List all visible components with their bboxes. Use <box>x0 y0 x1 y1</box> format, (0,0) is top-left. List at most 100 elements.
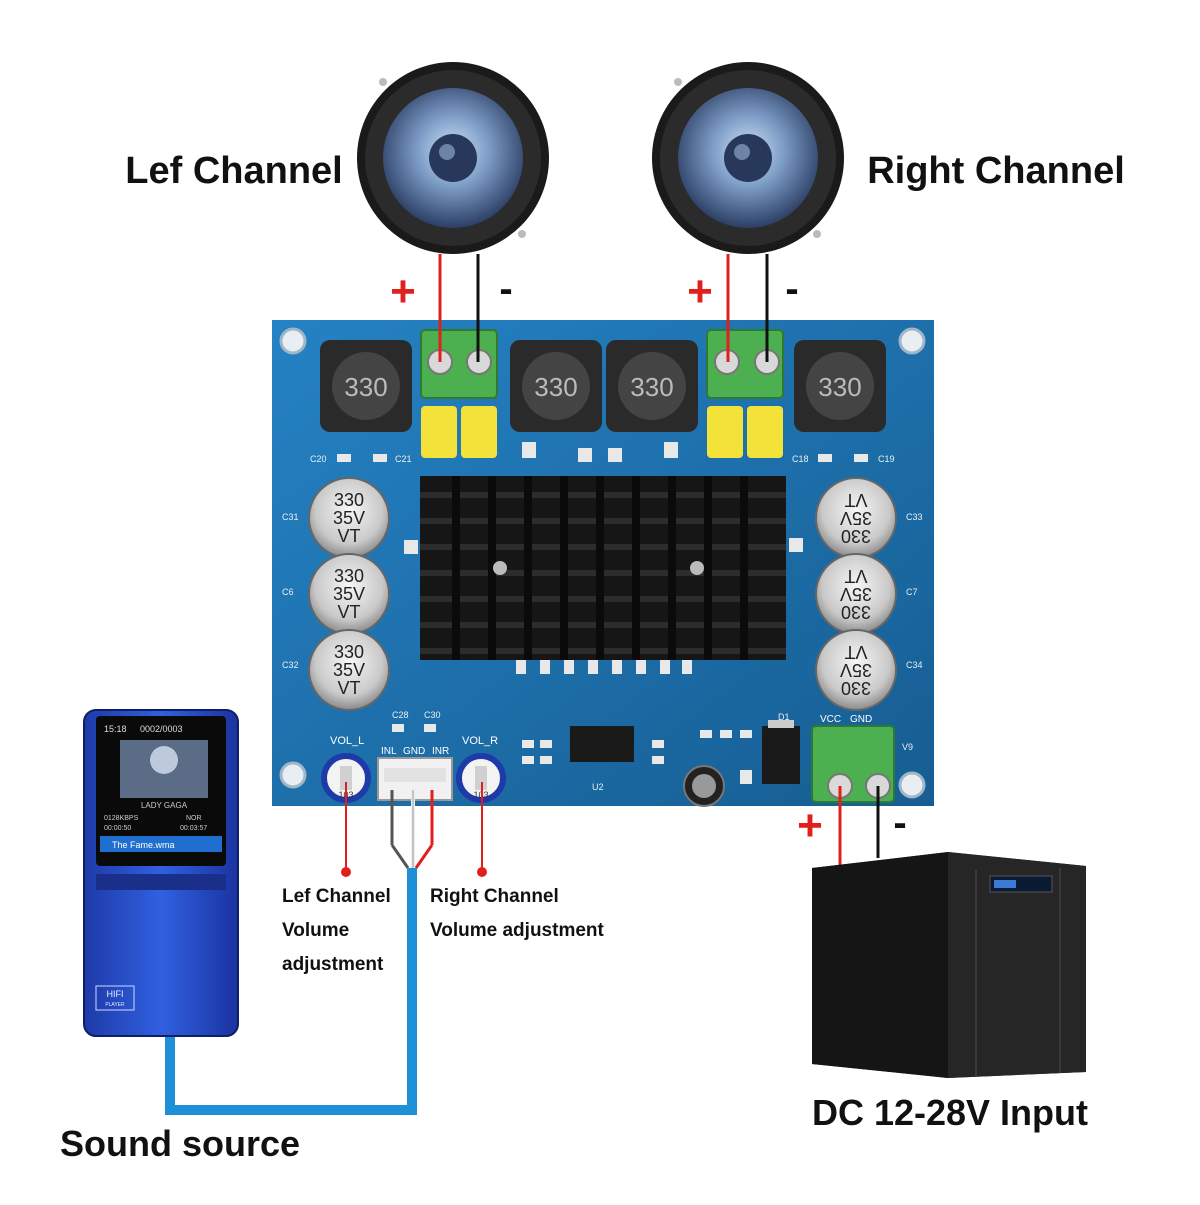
ref-c32: C32 <box>282 660 299 670</box>
ref-u2: U2 <box>592 782 604 792</box>
left-speaker-terminal <box>420 329 498 399</box>
player-bitrate: 0128KBPS <box>104 815 139 822</box>
inr-label: INR <box>432 746 449 757</box>
left-volume-label-2: Volume <box>282 920 349 941</box>
electrolytic-capacitor: 330 35V VT <box>308 477 390 559</box>
gnd-label: GND <box>403 746 425 757</box>
inductor-value: 330 <box>818 372 861 402</box>
power-wires <box>838 786 880 866</box>
inductor-value: 330 <box>534 372 577 402</box>
right-speaker-plus: + <box>687 267 713 316</box>
player-mode: NOR <box>186 815 202 822</box>
player-total: 00:03:57 <box>180 825 207 832</box>
ref-c6: C6 <box>282 587 294 597</box>
power-supply-icon <box>812 852 1086 1078</box>
left-speaker-icon <box>357 62 549 254</box>
ref-c31: C31 <box>282 512 299 522</box>
inductor-value: 330 <box>344 372 387 402</box>
inductor: 330 <box>320 340 412 432</box>
electrolytic-capacitor: 330 35V VT <box>815 629 897 711</box>
smd-lower <box>392 724 752 784</box>
small-capacitor <box>683 765 725 807</box>
ref-c19: C19 <box>878 454 895 464</box>
mounting-holes <box>279 327 926 799</box>
cap-series: VT <box>337 678 360 698</box>
right-channel-label: Right Channel <box>867 150 1125 192</box>
power-plus: + <box>797 801 823 850</box>
ref-c21: C21 <box>395 454 412 464</box>
cap-voltage: 35V <box>333 584 365 604</box>
vol-r-label: VOL_R <box>462 735 498 747</box>
film-capacitors <box>421 406 783 458</box>
electrolytic-capacitor: 330 35V VT <box>815 553 897 635</box>
sound-source-label: Sound source <box>60 1123 300 1164</box>
left-volume-label-3: adjustment <box>282 954 384 975</box>
vol-l-label: VOL_L <box>330 735 364 747</box>
electrolytic-capacitor: 330 35V VT <box>815 477 897 559</box>
smd-components <box>337 442 868 674</box>
player-track: 0002/0003 <box>140 724 183 734</box>
input-wires <box>165 790 434 1115</box>
cap-series: VT <box>844 490 867 510</box>
speaker-wires <box>438 254 769 362</box>
right-speaker-terminal <box>706 329 784 399</box>
ref-c33: C33 <box>906 512 923 522</box>
cap-value: 330 <box>841 526 871 546</box>
left-speaker-minus: - <box>499 267 512 311</box>
ref-c34: C34 <box>906 660 923 670</box>
player-buttons[interactable] <box>96 874 226 890</box>
cap-series: VT <box>337 602 360 622</box>
right-speaker-minus: - <box>785 267 798 311</box>
ref-d1: D1 <box>778 712 790 722</box>
ref-c28: C28 <box>392 710 409 720</box>
cap-value: 330 <box>334 490 364 510</box>
player-badge: HIFI <box>107 989 124 999</box>
ref-v9: V9 <box>902 742 913 752</box>
volume-labels: Lef Channel Volume adjustment Right Chan… <box>282 886 605 975</box>
cap-value: 330 <box>334 566 364 586</box>
heatsink-icon <box>420 476 786 660</box>
player-badge-sub: PLAYER <box>105 1002 125 1008</box>
regulator <box>762 720 800 784</box>
cap-value: 330 <box>841 678 871 698</box>
pot-leaders <box>341 782 487 877</box>
inductor: 330 <box>794 340 886 432</box>
player-time: 15:18 <box>104 724 127 734</box>
music-player-icon: 15:18 0002/0003 LADY GAGA 0128KBPS NOR 0… <box>83 709 239 1037</box>
cap-value: 330 <box>334 642 364 662</box>
power-terminal <box>811 725 895 803</box>
amplifier-board: 330 330 330 330 <box>272 320 934 807</box>
power-minus: - <box>893 801 906 845</box>
inductor-value: 330 <box>630 372 673 402</box>
cap-voltage: 35V <box>840 660 872 680</box>
cap-series: VT <box>337 526 360 546</box>
player-song: The Fame.wma <box>112 840 175 850</box>
electrolytic-capacitor: 330 35V VT <box>308 553 390 635</box>
inductor: 330 <box>510 340 602 432</box>
player-artist: LADY GAGA <box>141 801 188 810</box>
cap-series: VT <box>844 642 867 662</box>
player-elapsed: 00:00:50 <box>104 825 131 832</box>
right-volume-label-1: Right Channel <box>430 886 559 907</box>
ref-c7: C7 <box>906 587 918 597</box>
right-volume-label-2: Volume adjustment <box>430 920 605 941</box>
gnd-power-label: GND <box>850 714 872 725</box>
ic-chip <box>570 726 634 762</box>
cap-series: VT <box>844 566 867 586</box>
cap-value: 330 <box>841 602 871 622</box>
cap-voltage: 35V <box>333 660 365 680</box>
left-volume-label-1: Lef Channel <box>282 886 391 907</box>
left-channel-label: Lef Channel <box>125 150 342 192</box>
ref-c20: C20 <box>310 454 327 464</box>
electrolytic-capacitor: 330 35V VT <box>308 629 390 711</box>
left-speaker-plus: + <box>390 267 416 316</box>
cap-voltage: 35V <box>333 508 365 528</box>
cap-voltage: 35V <box>840 584 872 604</box>
component-refs: C20 C21 C18 C19 C31 C6 C32 C33 C7 C34 C2… <box>282 454 923 792</box>
cap-voltage: 35V <box>840 508 872 528</box>
ref-c18: C18 <box>792 454 809 464</box>
vcc-label: VCC <box>820 714 841 725</box>
right-speaker-icon <box>652 62 844 254</box>
